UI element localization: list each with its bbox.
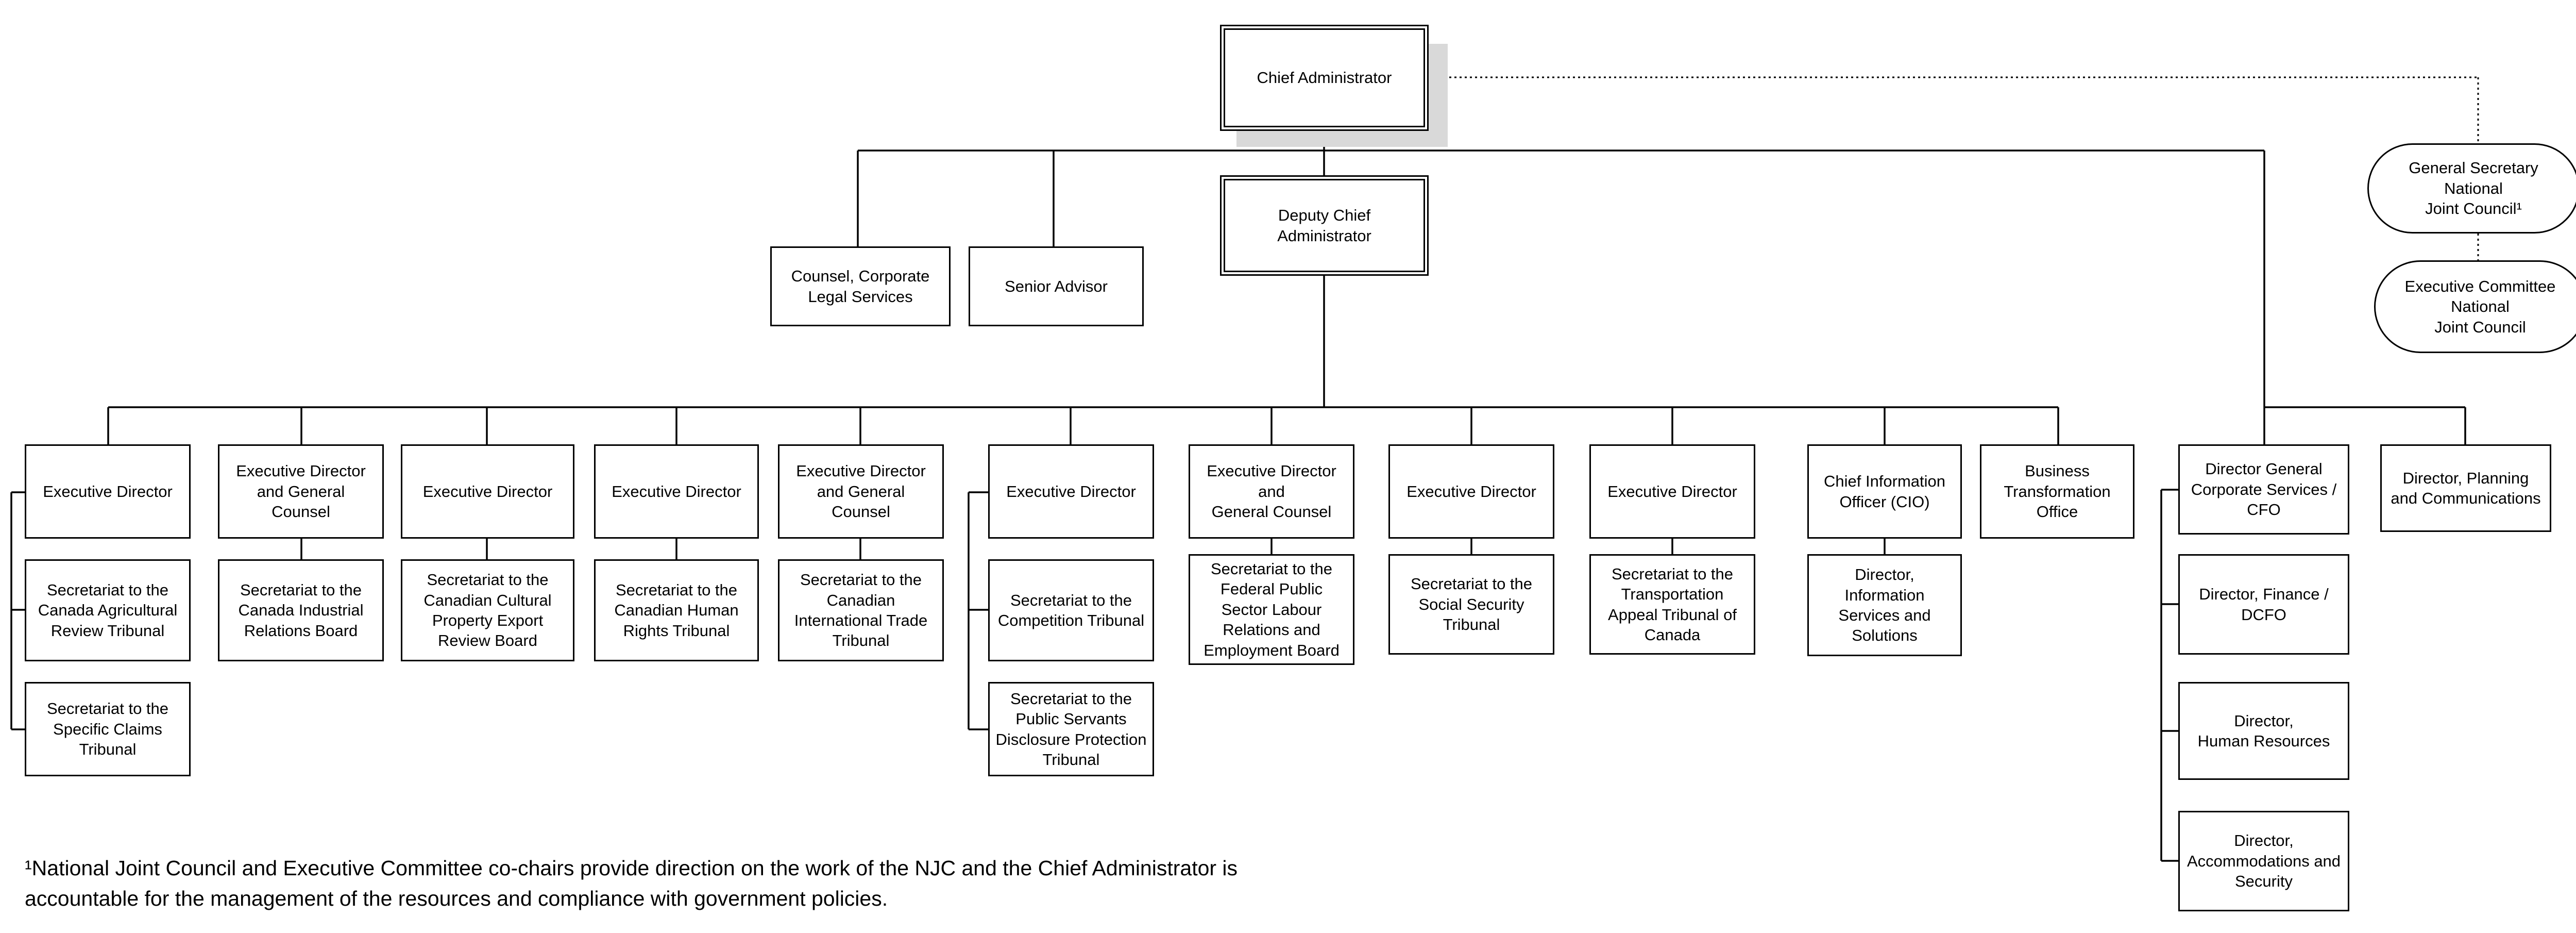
senior-advisor-label: Senior Advisor — [1005, 277, 1108, 295]
general-secretary-label: General Secretary National Joint Council… — [2409, 159, 2538, 218]
col8-head-label: Executive Director — [1406, 482, 1536, 501]
col11-business-transformation-office-box: Business Transformation Office — [1980, 444, 2134, 539]
col1-sub2-box: Secretariat to the Specific Claims Tribu… — [25, 682, 191, 776]
col7-sub1-label: Secretariat to the Federal Public Sector… — [1204, 560, 1340, 659]
col4-sub1-label: Secretariat to the Canadian Human Rights… — [614, 580, 739, 640]
col3-head-label: Executive Director — [422, 482, 553, 501]
director-finance-label: Director, Finance / DCFO — [2199, 585, 2329, 624]
footnote: ¹National Joint Council and Executive Co… — [25, 853, 1272, 914]
col3-executive-director-box: Executive Director — [401, 444, 574, 539]
director-general-label: Director General Corporate Services / CF… — [2191, 460, 2337, 519]
col4-sub1-box: Secretariat to the Canadian Human Rights… — [594, 559, 759, 661]
chief-administrator-label: Chief Administrator — [1257, 69, 1392, 87]
deputy-chief-administrator-box: Deputy Chief Administrator — [1220, 175, 1429, 276]
general-secretary-njc-box: General Secretary National Joint Council… — [2367, 143, 2576, 234]
col1-sub2-label: Secretariat to the Specific Claims Tribu… — [46, 699, 169, 759]
senior-advisor-box: Senior Advisor — [969, 246, 1144, 326]
col5-sub1-label: Secretariat to the Canadian Internationa… — [794, 571, 928, 650]
col4-head-label: Executive Director — [612, 482, 741, 501]
col9-head-label: Executive Director — [1607, 482, 1737, 501]
col10-sub1-label: Director, Information Services and Solut… — [1838, 565, 1931, 645]
deputy-chief-administrator-label: Deputy Chief Administrator — [1277, 206, 1371, 245]
col6-executive-director-box: Executive Director — [988, 444, 1154, 539]
col6-sub1-box: Secretariat to the Competition Tribunal — [988, 559, 1154, 661]
col6-head-label: Executive Director — [1006, 482, 1136, 501]
col10-sub1-box: Director, Information Services and Solut… — [1807, 554, 1962, 656]
footnote-text: National Joint Council and Executive Com… — [25, 856, 1238, 911]
director-human-resources-label: Director, Human Resources — [2197, 711, 2330, 750]
col10-head-label: Chief Information Officer (CIO) — [1823, 472, 1946, 511]
director-general-corporate-services-box: Director General Corporate Services / CF… — [2178, 444, 2349, 535]
chief-administrator-box: Chief Administrator — [1220, 25, 1429, 131]
col8-executive-director-box: Executive Director — [1388, 444, 1554, 539]
counsel-label: Counsel, Corporate Legal Services — [791, 267, 930, 306]
director-finance-box: Director, Finance / DCFO — [2178, 554, 2349, 655]
col7-head-label: Executive Director and General Counsel — [1207, 462, 1336, 521]
col2-head-label: Executive Director and General Counsel — [236, 462, 366, 521]
col4-executive-director-box: Executive Director — [594, 444, 759, 539]
col6-sub1-label: Secretariat to the Competition Tribunal — [997, 591, 1145, 629]
col6-sub2-box: Secretariat to the Public Servants Discl… — [988, 682, 1154, 776]
col10-cio-box: Chief Information Officer (CIO) — [1807, 444, 1962, 539]
col1-sub1-label: Secretariat to the Canada Agricultural R… — [38, 580, 178, 640]
col2-executive-director-general-counsel-box: Executive Director and General Counsel — [218, 444, 384, 539]
col1-sub1-box: Secretariat to the Canada Agricultural R… — [25, 559, 191, 661]
col5-head-label: Executive Director and General Counsel — [796, 462, 926, 521]
col5-sub1-box: Secretariat to the Canadian Internationa… — [778, 559, 944, 661]
footnote-marker: ¹ — [25, 856, 32, 880]
col3-sub1-box: Secretariat to the Canadian Cultural Pro… — [401, 559, 574, 661]
director-human-resources-box: Director, Human Resources — [2178, 682, 2349, 780]
col5-executive-director-general-counsel-box: Executive Director and General Counsel — [778, 444, 944, 539]
director-accommodations-label: Director, Accommodations and Security — [2187, 831, 2341, 891]
col9-sub1-box: Secretariat to the Transportation Appeal… — [1589, 554, 1755, 655]
col9-executive-director-box: Executive Director — [1589, 444, 1755, 539]
col9-sub1-label: Secretariat to the Transportation Appeal… — [1608, 564, 1737, 644]
director-planning-communications-box: Director, Planning and Communications — [2380, 444, 2551, 532]
col11-head-label: Business Transformation Office — [2004, 462, 2111, 521]
col8-sub1-box: Secretariat to the Social Security Tribu… — [1388, 554, 1554, 655]
counsel-corporate-legal-services-box: Counsel, Corporate Legal Services — [770, 246, 951, 326]
executive-committee-label: Executive Committee National Joint Counc… — [2404, 277, 2556, 336]
col1-head-label: Executive Director — [43, 482, 173, 501]
col2-sub1-label: Secretariat to the Canada Industrial Rel… — [238, 580, 364, 640]
col6-sub2-label: Secretariat to the Public Servants Discl… — [995, 689, 1147, 769]
col2-sub1-box: Secretariat to the Canada Industrial Rel… — [218, 559, 384, 661]
director-planning-label: Director, Planning and Communications — [2391, 469, 2541, 507]
executive-committee-njc-box: Executive Committee National Joint Counc… — [2374, 260, 2576, 353]
col7-sub1-box: Secretariat to the Federal Public Sector… — [1189, 554, 1354, 665]
col1-executive-director-box: Executive Director — [25, 444, 191, 539]
col7-executive-director-general-counsel-box: Executive Director and General Counsel — [1189, 444, 1354, 539]
col8-sub1-label: Secretariat to the Social Security Tribu… — [1410, 575, 1533, 634]
director-accommodations-security-box: Director, Accommodations and Security — [2178, 811, 2349, 911]
col3-sub1-label: Secretariat to the Canadian Cultural Pro… — [423, 571, 552, 650]
